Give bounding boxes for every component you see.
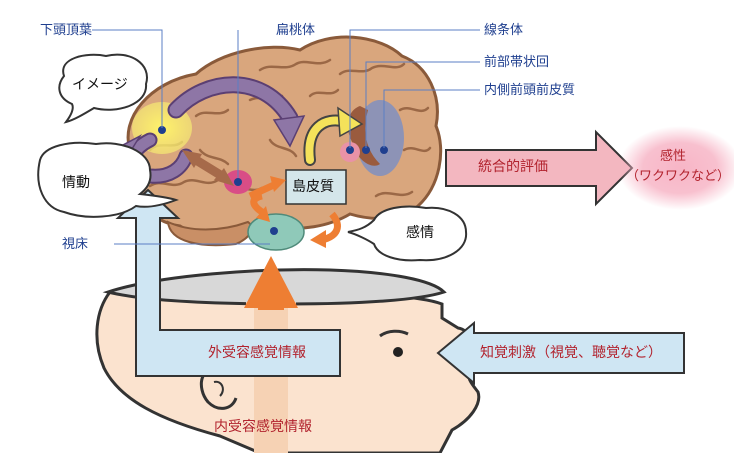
label-medial-prefrontal: 内側前頭前皮質: [484, 83, 576, 98]
label-insula: 島皮質: [292, 179, 334, 195]
integrated-evaluation-arrow: [445, 129, 634, 207]
label-perceptual-stimuli: 知覚刺激（視覚、聴覚など）: [480, 345, 662, 361]
label-striatum: 線条体: [484, 23, 524, 38]
label-exteroceptive: 外受容感覚情報: [208, 345, 306, 361]
label-interoceptive: 内受容感覚情報: [214, 419, 312, 435]
brown-double-arrow: [182, 150, 234, 186]
label-integrated-evaluation: 統合的評価: [478, 159, 548, 175]
image-bubble: [58, 53, 148, 124]
leader-lines: [92, 29, 480, 245]
label-sensibility: 感性: [660, 149, 687, 164]
label-thalamus: 視床: [62, 237, 89, 252]
label-emotion: 情動: [62, 175, 90, 191]
sensibility-glow: [618, 126, 734, 210]
label-feeling: 感情: [406, 225, 434, 241]
label-inferior-parietal: 下頭頂葉: [40, 23, 93, 38]
insula-box: [285, 169, 347, 205]
label-image: イメージ: [72, 77, 128, 93]
feeling-bubble: [347, 205, 468, 262]
label-sensibility-example: （ワクワクなど）: [626, 169, 731, 184]
emotion-bubble: [37, 141, 179, 218]
label-anterior-cingulate: 前部帯状回: [484, 55, 550, 70]
label-amygdala: 扁桃体: [276, 23, 316, 38]
perceptual-stimuli-arrow: [436, 320, 685, 386]
orange-arrows: [248, 176, 341, 248]
